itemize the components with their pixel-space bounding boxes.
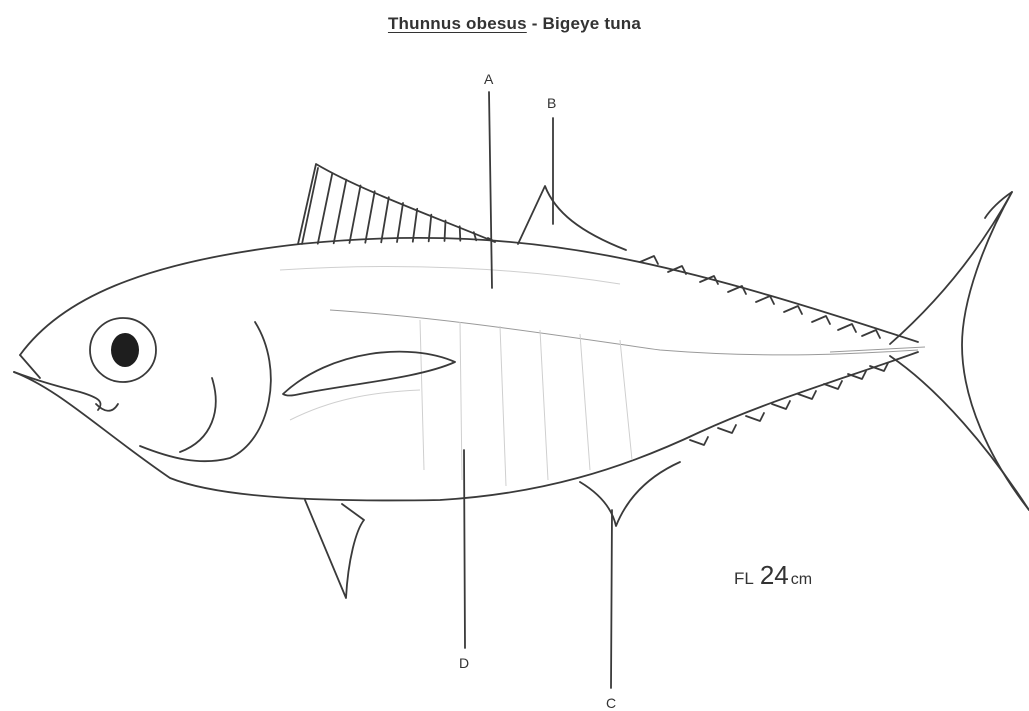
fork-length-value: 24 <box>760 560 789 590</box>
measurement-lines <box>464 92 612 688</box>
finlet-dorsal <box>838 324 856 332</box>
line-c <box>611 510 612 688</box>
line-a <box>489 92 492 288</box>
finlet-dorsal <box>728 286 746 294</box>
gill-cover <box>140 322 271 461</box>
second-dorsal-fin <box>518 186 626 250</box>
finlet-dorsal <box>784 306 802 314</box>
anal-fin <box>580 462 680 526</box>
finlet-ventral <box>718 425 736 433</box>
lateral-line <box>280 266 918 486</box>
finlet-dorsal <box>756 296 774 304</box>
label-a: A <box>484 71 494 87</box>
label-d: D <box>459 655 469 671</box>
label-b: B <box>547 95 556 111</box>
fish-eye <box>90 318 156 382</box>
pelvic-fin <box>305 500 364 598</box>
caudal-fin <box>830 192 1029 510</box>
finlet-dorsal <box>812 316 830 324</box>
finlet-ventral <box>690 437 708 445</box>
fork-length-prefix: FL <box>734 569 754 588</box>
first-dorsal-fin <box>298 164 495 244</box>
pectoral-fin <box>283 352 455 396</box>
label-c: C <box>606 695 616 711</box>
line-d <box>464 450 465 648</box>
finlet-dorsal <box>862 330 880 338</box>
finlet-ventral <box>746 413 764 421</box>
fork-length-unit: cm <box>791 571 812 588</box>
